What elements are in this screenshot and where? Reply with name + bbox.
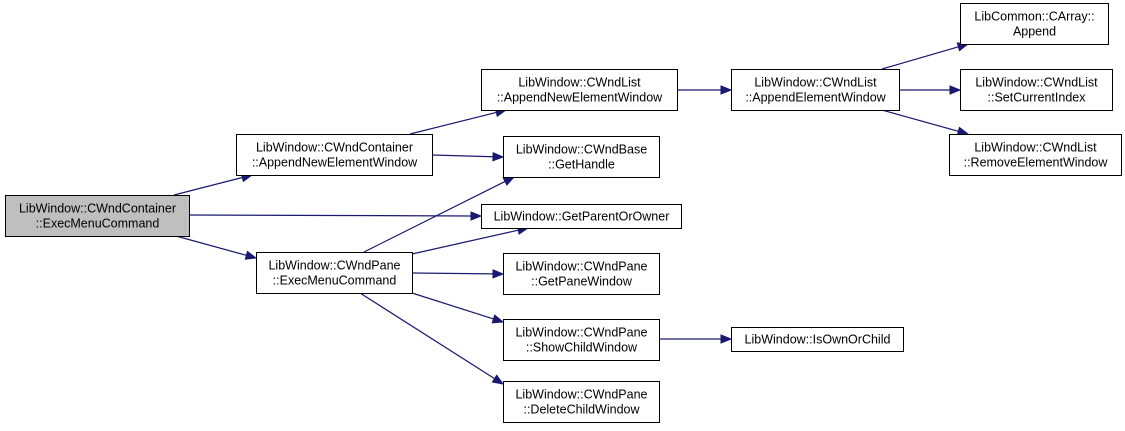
edge-exec-pane-to-get-pane — [411, 269, 505, 279]
node-label-line: ::AppendNewElementWindow — [497, 91, 663, 105]
node-exec-pane[interactable]: LibWindow::CWndPane::ExecMenuCommand — [256, 252, 413, 294]
edge-line — [188, 214, 472, 217]
node-label-line: ::GetPaneWindow — [531, 275, 633, 289]
edge-append-container-to-append-list — [409, 107, 508, 135]
nodes-layer: LibWindow::CWndContainer::ExecMenuComman… — [5, 3, 1122, 423]
node-box — [503, 136, 660, 178]
edge-line — [431, 154, 494, 158]
node-box — [960, 3, 1109, 45]
node-label-line: LibWindow::CWndBase — [516, 143, 647, 157]
node-box — [503, 381, 660, 423]
node-box — [481, 69, 678, 111]
node-label-line: LibWindow::GetParentOrOwner — [494, 210, 670, 224]
edge-line — [881, 109, 959, 132]
node-box — [949, 134, 1122, 176]
edge-line — [409, 111, 497, 135]
node-label-line: ::RemoveElementWindow — [964, 156, 1109, 170]
node-label-line: LibWindow::CWndContainer — [256, 141, 413, 155]
edge-append-element-to-carray-append — [881, 42, 970, 70]
edge-show-child-to-is-own — [659, 334, 733, 344]
edge-line — [411, 292, 494, 320]
node-box — [5, 195, 190, 237]
node-append-container[interactable]: LibWindow::CWndContainer::AppendNewEleme… — [236, 134, 433, 176]
edge-append-element-to-set-current — [899, 85, 962, 95]
node-append-list[interactable]: LibWindow::CWndList::AppendNewElementWin… — [481, 69, 678, 111]
edge-line — [175, 235, 247, 256]
node-label-line: Append — [1013, 25, 1056, 39]
edge-line — [881, 46, 959, 70]
node-label-line: LibWindow::CWndContainer — [19, 202, 176, 216]
arrowhead-icon — [720, 334, 733, 344]
node-box — [960, 69, 1113, 111]
node-carray-append[interactable]: LibCommon::CArray::Append — [960, 3, 1109, 45]
edge-append-list-to-append-element — [677, 85, 733, 95]
node-label-line: LibWindow::CWndList — [754, 76, 877, 90]
node-label-line: LibWindow::IsOwnOrChild — [745, 333, 891, 347]
node-is-own[interactable]: LibWindow::IsOwnOrChild — [731, 327, 904, 352]
edge-append-element-to-remove-element — [881, 109, 970, 136]
node-box — [731, 327, 904, 352]
node-get-parent[interactable]: LibWindow::GetParentOrOwner — [481, 204, 682, 229]
node-label-line: LibWindow::CWndPane — [268, 259, 400, 273]
node-append-element[interactable]: LibWindow::CWndList::AppendElementWindow — [731, 69, 900, 111]
node-label-line: LibWindow::CWndPane — [515, 260, 647, 274]
edge-line — [359, 292, 495, 380]
edge-exec-pane-to-show-child — [411, 292, 505, 324]
edge-line — [363, 180, 506, 253]
node-exec-container[interactable]: LibWindow::CWndContainer::ExecMenuComman… — [5, 195, 190, 237]
node-label-line: ::AppendElementWindow — [745, 91, 886, 105]
node-box — [503, 253, 660, 295]
edge-exec-container-to-append-container — [173, 173, 254, 196]
edge-line — [173, 176, 243, 196]
edge-exec-container-to-get-parent — [188, 211, 483, 221]
node-label-line: ::ExecMenuCommand — [273, 274, 397, 288]
arrowhead-icon — [492, 269, 505, 279]
node-label-line: ::GetHandle — [548, 158, 615, 172]
node-box — [503, 319, 660, 361]
node-label-line: ::ExecMenuCommand — [36, 217, 160, 231]
arrowhead-icon — [491, 374, 505, 385]
edge-exec-pane-to-get-parent — [411, 225, 530, 255]
node-label-line: ::DeleteChildWindow — [523, 403, 640, 417]
node-label-line: ::SetCurrentIndex — [988, 91, 1087, 105]
node-label-line: LibWindow::CWndList — [518, 76, 641, 90]
node-box — [481, 204, 682, 229]
node-remove-element[interactable]: LibWindow::CWndList::RemoveElementWindow — [949, 134, 1122, 176]
node-label-line: LibCommon::CArray:: — [974, 10, 1094, 24]
node-label-line: LibWindow::CWndPane — [515, 326, 647, 340]
arrowhead-icon — [720, 85, 733, 95]
edge-exec-pane-to-delete-child — [359, 292, 505, 385]
arrowhead-icon — [244, 250, 258, 260]
node-set-current[interactable]: LibWindow::CWndList::SetCurrentIndex — [960, 69, 1113, 111]
node-box — [236, 134, 433, 176]
arrowhead-icon — [949, 85, 962, 95]
node-label-line: LibWindow::CWndList — [974, 141, 1097, 155]
arrowhead-icon — [491, 314, 505, 324]
arrowhead-icon — [502, 176, 516, 186]
edge-line — [411, 229, 519, 255]
node-show-child[interactable]: LibWindow::CWndPane::ShowChildWindow — [503, 319, 660, 361]
node-get-handle[interactable]: LibWindow::CWndBase::GetHandle — [503, 136, 660, 178]
node-box — [256, 252, 413, 294]
edge-exec-container-to-exec-pane — [175, 235, 258, 260]
arrowhead-icon — [470, 211, 483, 221]
node-label-line: ::ShowChildWindow — [526, 341, 638, 355]
arrowhead-icon — [492, 151, 505, 162]
node-label-line: ::AppendNewElementWindow — [252, 156, 418, 170]
node-delete-child[interactable]: LibWindow::CWndPane::DeleteChildWindow — [503, 381, 660, 423]
edge-append-container-to-get-handle — [431, 151, 505, 162]
node-box — [731, 69, 900, 111]
edge-line — [411, 272, 494, 275]
node-get-pane[interactable]: LibWindow::CWndPane::GetPaneWindow — [503, 253, 660, 295]
node-label-line: LibWindow::CWndPane — [515, 388, 647, 402]
node-label-line: LibWindow::CWndList — [975, 76, 1098, 90]
